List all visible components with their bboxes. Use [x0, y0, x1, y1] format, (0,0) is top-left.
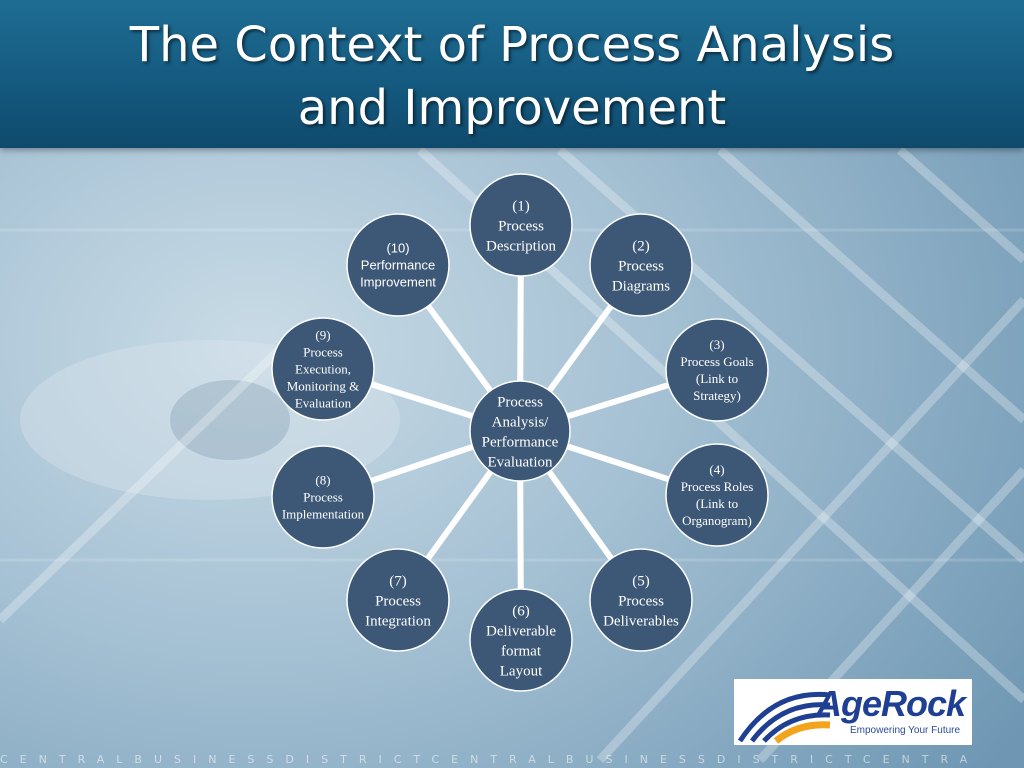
- node-3-circle: [665, 318, 769, 422]
- node-3-label-line: Process Goals: [680, 354, 753, 369]
- center-node-label-line: Evaluation: [488, 454, 553, 470]
- node-9-label-line: Monitoring &: [287, 379, 360, 394]
- node-3-label-line: (3): [709, 337, 724, 352]
- slide-title: The Context of Process Analysis and Impr…: [0, 14, 1024, 140]
- node-1-label-line: Process: [498, 218, 544, 234]
- node-8-label-line: Implementation: [282, 507, 365, 522]
- node-6-circle: [469, 588, 573, 692]
- node-7-circle: [346, 548, 450, 652]
- node-4-label-line: Process Roles: [681, 479, 754, 494]
- node-9-circle: [271, 317, 375, 421]
- node-7-label-line: Process: [375, 593, 421, 609]
- node-10-label-line: Performance: [361, 258, 435, 273]
- node-6-label-line: Layout: [500, 663, 543, 679]
- node-10-label-line: Improvement: [360, 275, 436, 290]
- node-8-label-line: (8): [315, 473, 330, 488]
- agerock-logo: AgeRock Empowering Your Future: [734, 679, 972, 745]
- node-3-label-line: (Link to: [696, 371, 738, 386]
- node-9-label-line: Execution,: [295, 362, 351, 377]
- logo-swoosh-icon: [737, 691, 831, 744]
- title-line-1: The Context of Process Analysis: [129, 17, 895, 73]
- nodes: (1)ProcessDescription(2)ProcessDiagrams(…: [271, 173, 769, 692]
- node-8-label-line: Process: [303, 490, 343, 505]
- node-4-circle: [665, 443, 769, 547]
- node-2-label-line: Diagrams: [612, 278, 670, 294]
- center-node-label-line: Analysis/: [492, 414, 550, 430]
- logo-tagline: Empowering Your Future: [850, 725, 961, 736]
- node-7-label-line: (7): [389, 573, 407, 589]
- node-4-label-line: (Link to: [696, 496, 738, 511]
- node-5-circle: [589, 548, 693, 652]
- node-1-label-line: Description: [486, 238, 556, 254]
- title-line-2: and Improvement: [297, 80, 727, 136]
- node-10-circle: [346, 213, 450, 317]
- node-9-label-line: Evaluation: [295, 396, 352, 411]
- node-9-label-line: (9): [315, 328, 330, 343]
- node-4: (4) Process Roles (Link to Organogram): [665, 443, 769, 547]
- title-bar: [0, 0, 1024, 148]
- footer-watermark: CENTRALBUSINESSDISTRICTCENTRALBUSINESSDI…: [0, 753, 980, 766]
- node-3-label-line: Strategy): [693, 388, 741, 403]
- node-9-label-line: Process: [303, 345, 343, 360]
- center-node-label-line: Process: [497, 394, 543, 410]
- center-node-circle: [469, 380, 571, 482]
- node-10-label-line: (10): [386, 241, 409, 256]
- node-5-label-line: Deliverables: [603, 613, 679, 629]
- node-5-label-line: (5): [632, 573, 650, 589]
- node-3: (3) Process Goals (Link to Strategy): [665, 318, 769, 422]
- node-1-circle: [469, 173, 573, 277]
- center-node-label-line: Performance: [482, 434, 559, 450]
- node-5-label-line: Process: [618, 593, 664, 609]
- node-7-label-line: Integration: [365, 613, 431, 629]
- node-2-label-line: Process: [618, 258, 664, 274]
- node-6-label-line: format: [501, 643, 542, 659]
- node-4-label-line: (4): [709, 462, 724, 477]
- node-6-label-line: Deliverable: [486, 623, 556, 639]
- node-8-circle: [271, 445, 375, 549]
- logo-wordmark: AgeRock: [816, 683, 966, 724]
- node-4-label-line: Organogram): [682, 513, 752, 528]
- node-6-label-line: (6): [512, 603, 530, 619]
- node-2-circle: [589, 213, 693, 317]
- node-2-label-line: (2): [632, 238, 650, 254]
- node-1-label-line: (1): [512, 198, 530, 214]
